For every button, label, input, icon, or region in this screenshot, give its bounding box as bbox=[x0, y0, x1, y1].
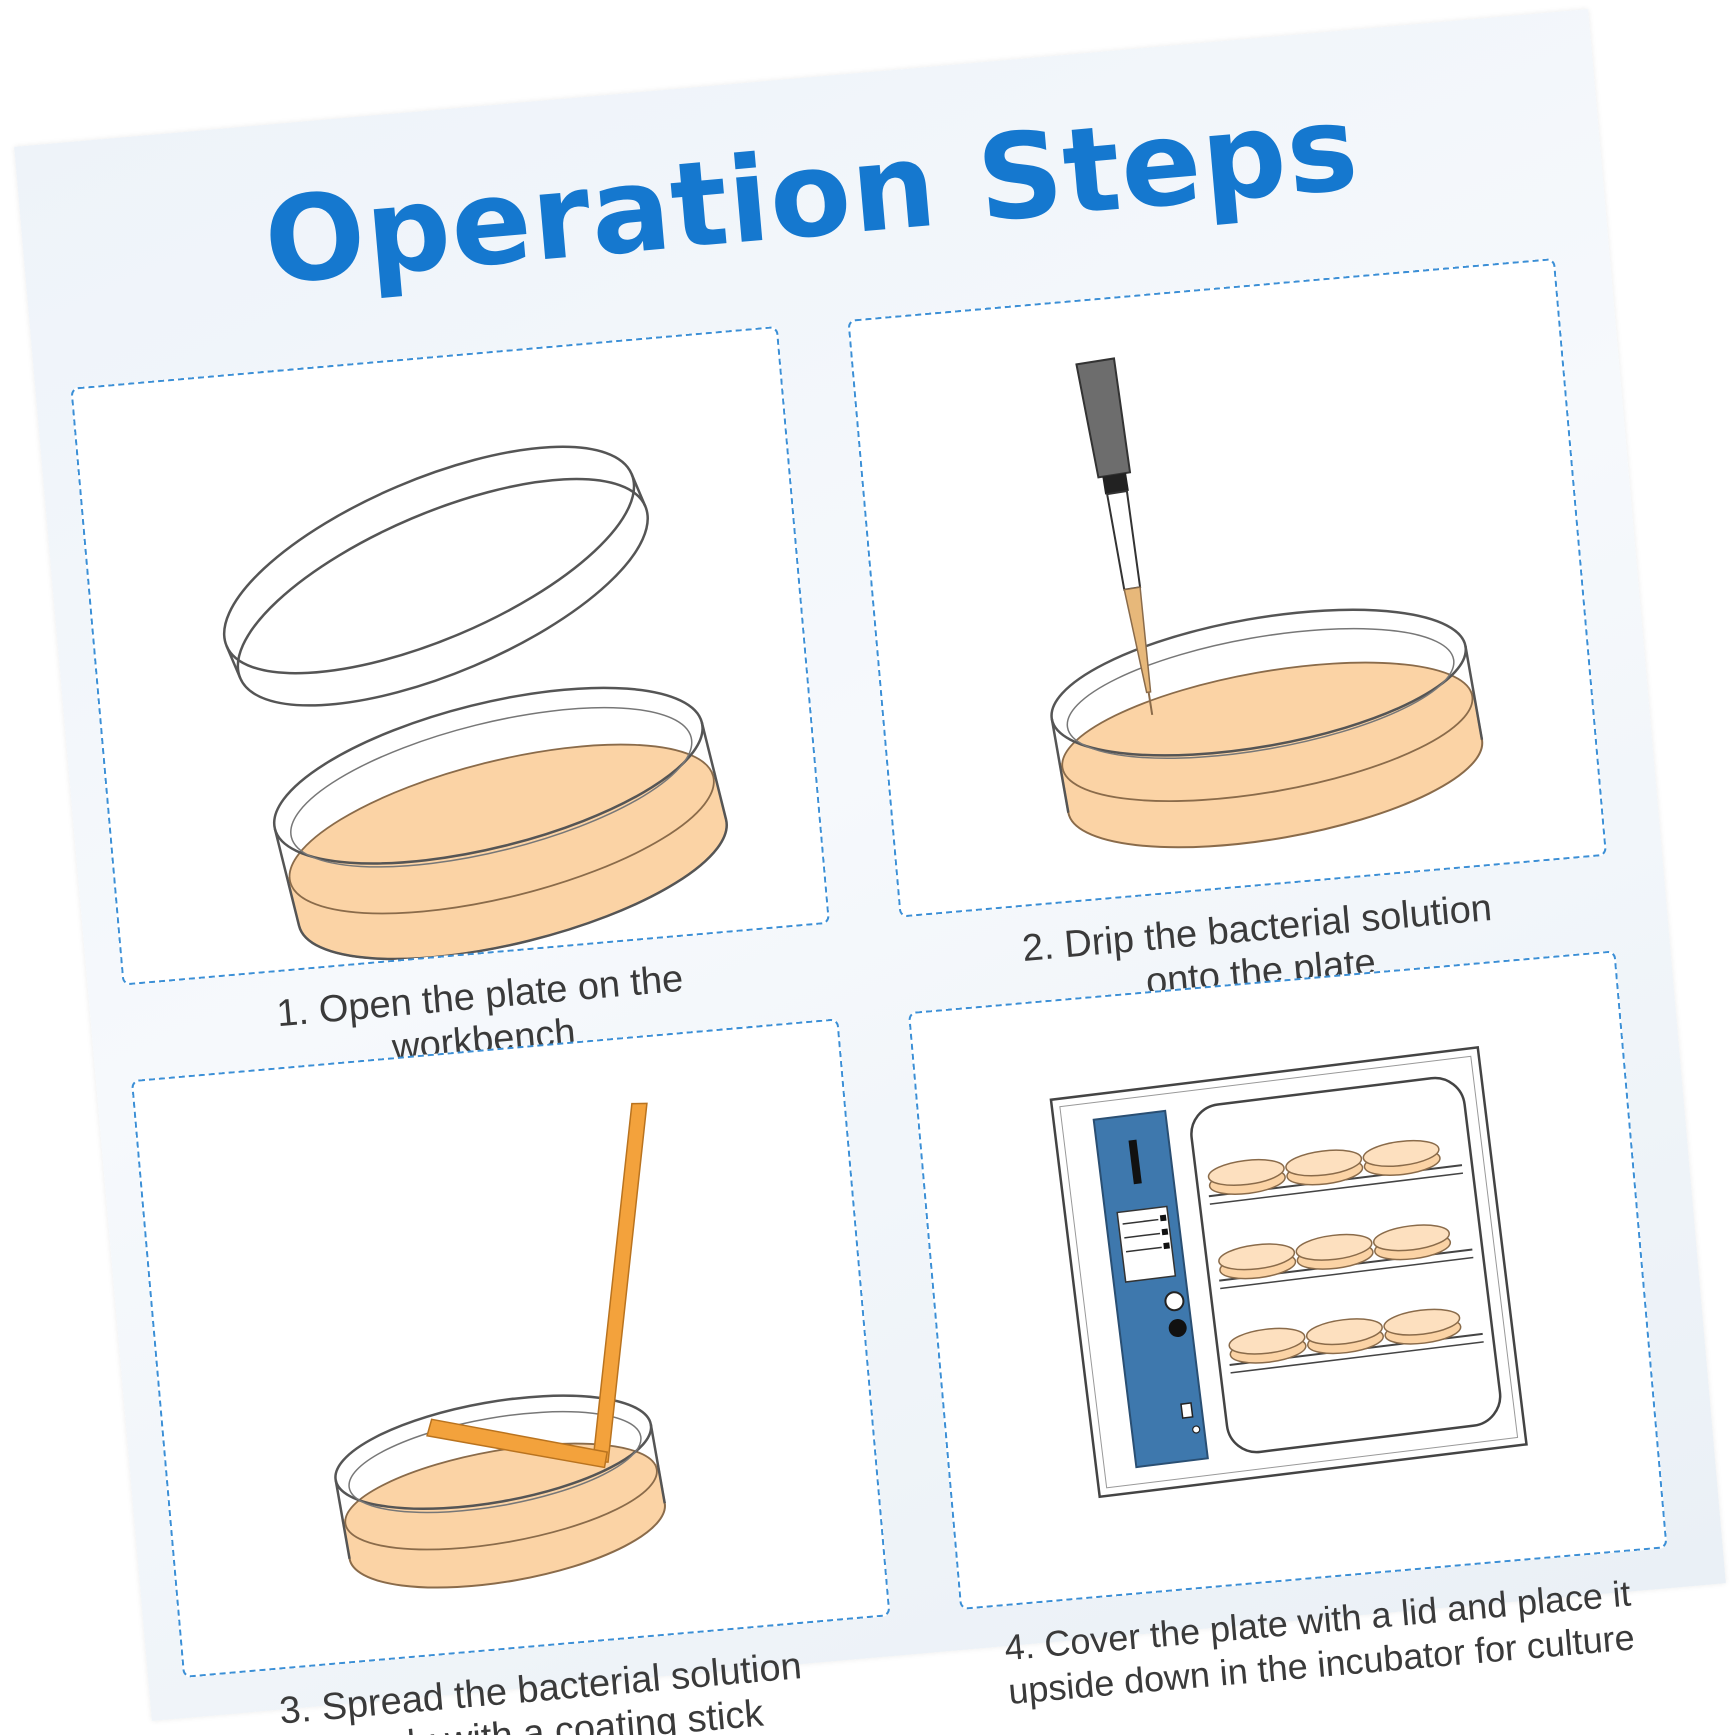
pipette bbox=[1075, 357, 1154, 716]
shelf-2 bbox=[1218, 1224, 1474, 1290]
step-2-panel bbox=[847, 258, 1607, 918]
petri-dish-base bbox=[272, 686, 728, 961]
incubator bbox=[1049, 1045, 1528, 1499]
step-3-panel bbox=[130, 1018, 891, 1678]
coating-stick-illustration bbox=[334, 1102, 666, 1589]
petri-dish-with-agar bbox=[1050, 608, 1484, 849]
incubator-illustration bbox=[1049, 1045, 1528, 1499]
shelf-3 bbox=[1228, 1308, 1484, 1374]
petri-dish-with-agar bbox=[334, 1394, 666, 1589]
shelf-1 bbox=[1207, 1139, 1464, 1205]
step-1-panel bbox=[70, 325, 830, 986]
control-panel bbox=[1092, 1109, 1209, 1469]
step-4-panel bbox=[907, 950, 1668, 1610]
open-petri-dish-illustration bbox=[222, 445, 728, 961]
petri-dish-lid bbox=[222, 445, 649, 707]
instruction-sheet: Operation Steps bbox=[14, 9, 1726, 1735]
coating-stick bbox=[426, 1102, 648, 1469]
pipette-dripping-illustration bbox=[1050, 357, 1484, 849]
